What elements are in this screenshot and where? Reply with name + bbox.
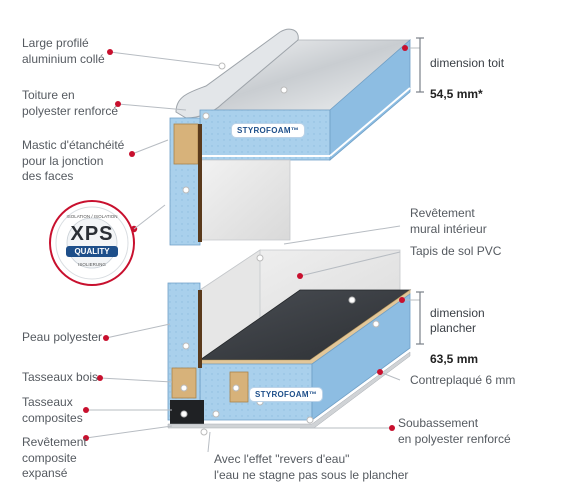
upper-wall-panel (199, 159, 291, 241)
label-composite-battens: Tasseaux composites (22, 395, 83, 425)
xps-badge (49, 200, 138, 286)
badge-bottom-arc: ISOLIERUNG (78, 262, 106, 267)
markers (83, 45, 408, 441)
roof-dimension-value: 54,5 mm* (430, 86, 483, 101)
label-wood-battens: Tasseaux bois (22, 370, 99, 384)
bottom-note: Avec l'effet "revers d'eau" l'eau ne sta… (214, 452, 409, 482)
label-floor-dimension: dimension plancher 63,5 mm (430, 290, 485, 368)
badge-main-text: XPS (70, 223, 114, 245)
roof-assembly (169, 28, 412, 246)
brand-tag-top: STYROFOAM™ (232, 124, 305, 137)
underbody-skin (167, 351, 411, 429)
roof-side-foam (329, 39, 411, 161)
floor-assembly (167, 249, 412, 429)
dimension-brackets (416, 37, 424, 345)
label-roof: Toiture en polyester renforcé (22, 88, 119, 118)
label-interior-wall: Revêtement mural intérieur (410, 206, 487, 236)
floor-dimension-value: 63,5 mm (430, 352, 479, 366)
floor-side-foam (311, 293, 411, 421)
roof-dimension-text: dimension toit (430, 55, 505, 70)
label-polyester-skin: Peau polyester (22, 330, 103, 344)
floor-dimension-text: dimension plancher (430, 305, 485, 336)
label-roof-dimension: dimension toit 54,5 mm* (430, 40, 504, 102)
label-large-profile: Large profilé aluminium collé (22, 36, 105, 66)
lower-wall-foam (167, 282, 201, 421)
label-composite-coating: Revêtement composite expansé (22, 435, 87, 480)
brand-tag-bottom: STYROFOAM™ (250, 388, 323, 401)
upper-wood-batten (173, 123, 199, 165)
label-mastic: Mastic d'étanchéité pour la jonction des… (22, 138, 125, 183)
label-underbody: Soubassement en polyester renforcé (398, 416, 511, 446)
lower-wood-batten-left (171, 367, 197, 399)
badge-sub-text: QUALITY (66, 246, 118, 257)
label-plywood: Contreplaqué 6 mm (410, 373, 516, 387)
label-pvc-floor: Tapis de sol PVC (410, 244, 502, 258)
badge-top-arc: ISOLATION / ISOLATION (66, 214, 118, 219)
